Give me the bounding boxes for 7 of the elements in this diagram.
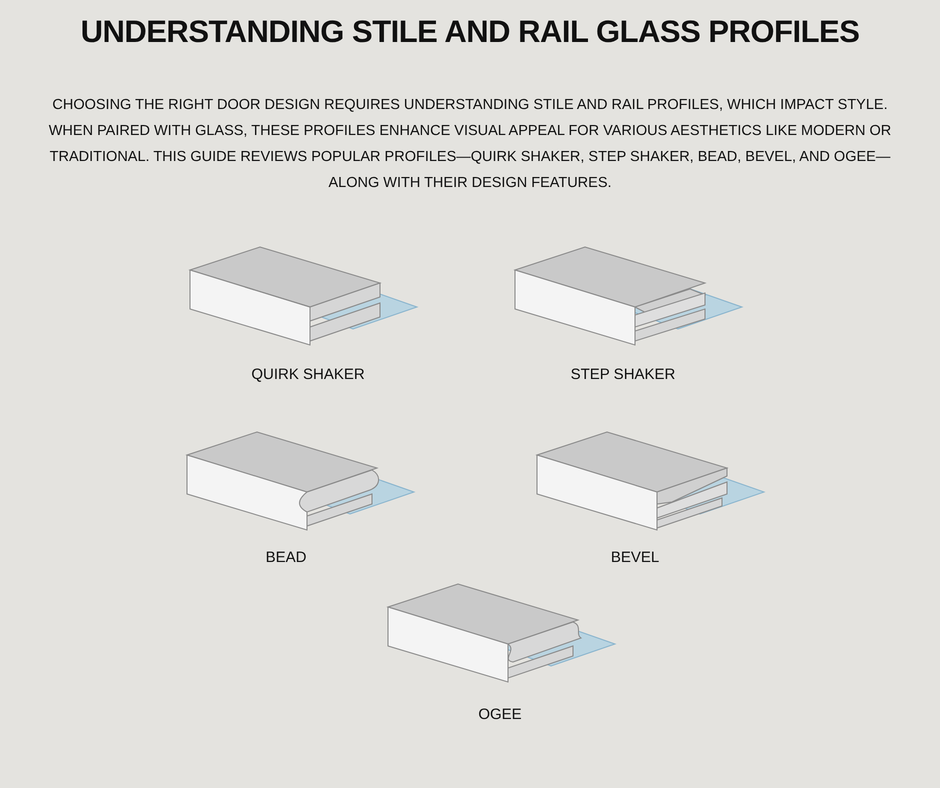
profile-label: STEP SHAKER (570, 366, 676, 383)
profile-label: QUIRK SHAKER (250, 366, 366, 383)
profile-label: OGEE (477, 706, 523, 723)
profile-label: BEVEL (610, 549, 660, 566)
profile-label: BEAD (264, 549, 308, 566)
title: UNDERSTANDING STILE AND RAIL GLASS PROFILES (80, 14, 860, 50)
intro-paragraph: CHOOSING THE RIGHT DOOR DESIGN REQUIRES UNDERSTANDING STILE AND RAIL PROFILES, WHICH IMPACT STYLE. WHEN PAIRED WITH GLASS, THESE PROFILES ENHANCE VISUAL APPEAL FOR VARIOUS AESTHETICS LIKE MODERN OR TRADITIONAL. THIS GUIDE REVIEWS POPULAR PROFILES—QUIRK SHAKER, STEP SHAKER, BEAD, BEVEL, AND OGEE—ALONG WITH THEIR DESIGN FEATURES. (48, 96, 892, 193)
